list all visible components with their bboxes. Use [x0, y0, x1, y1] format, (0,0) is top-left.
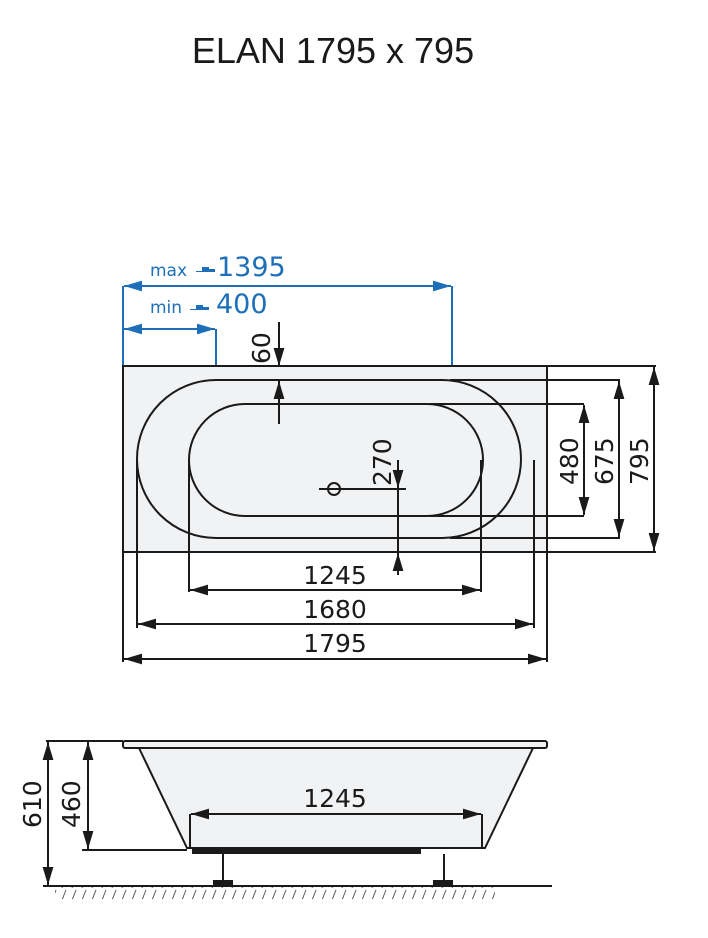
side-view: 610 460 1245	[18, 740, 552, 899]
dim-1245: 1245	[303, 561, 367, 590]
faucet-icon	[190, 305, 209, 310]
dim-480: 480	[555, 437, 584, 485]
faucet-max-value: 1395	[217, 252, 286, 283]
dim-610: 610	[18, 780, 47, 828]
dim-60: 60	[247, 332, 276, 364]
top-view: max 1395 min 400 60 270 480	[122, 252, 660, 665]
tub-body-side	[137, 747, 535, 849]
tub-outer-basin	[136, 379, 522, 539]
dim-side-1245: 1245	[303, 784, 367, 813]
diagram-title: ELAN 1795 x 795	[191, 30, 475, 71]
tub-rim	[122, 365, 548, 553]
dim-270: 270	[368, 438, 397, 486]
faucet-min-value: 400	[216, 289, 268, 320]
faucet-min-label: min	[150, 298, 182, 318]
tub-rim-side	[122, 740, 548, 749]
dim-675: 675	[590, 437, 619, 485]
dim-1795: 1795	[303, 629, 367, 658]
dim-1680: 1680	[303, 595, 367, 624]
faucet-dimensions: max 1395 min 400	[122, 252, 453, 366]
faucet-icon	[196, 267, 215, 272]
floor-hatch	[55, 887, 495, 899]
dim-460: 460	[57, 780, 86, 828]
faucet-max-label: max	[150, 261, 187, 281]
dim-795: 795	[625, 437, 654, 485]
